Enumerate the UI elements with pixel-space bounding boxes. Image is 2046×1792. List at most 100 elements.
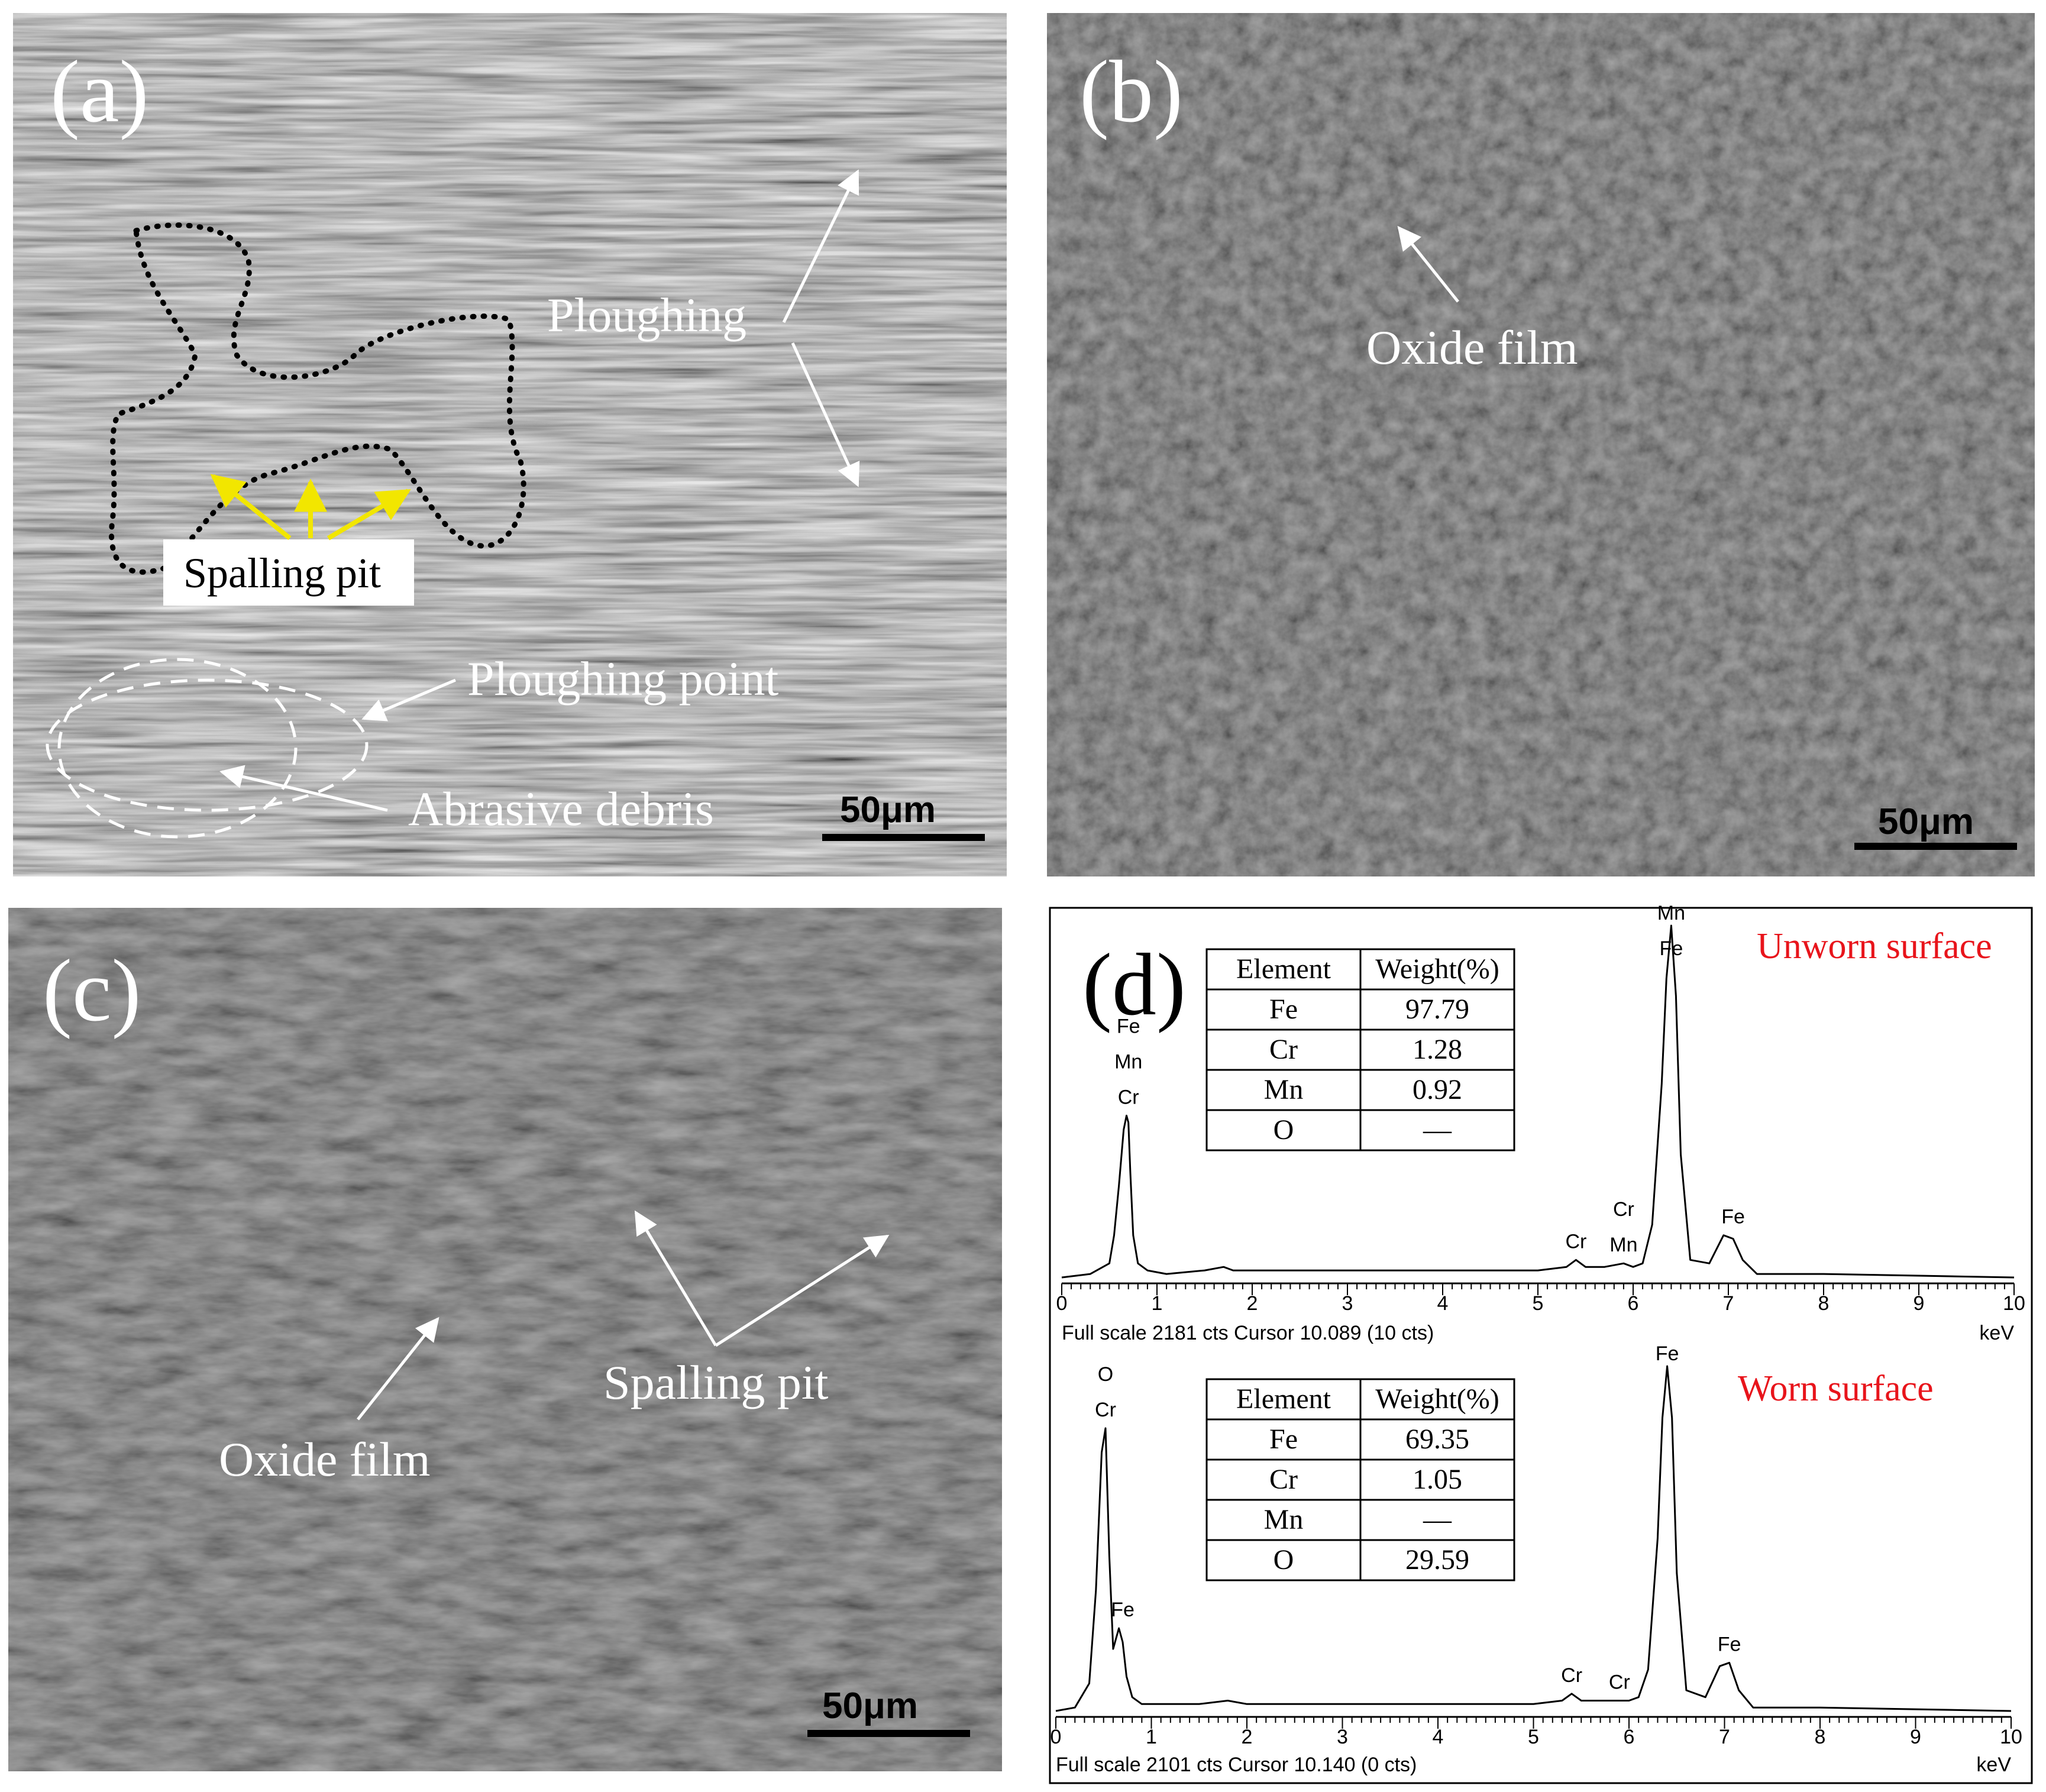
oxide-film-arrow-c <box>357 1316 439 1421</box>
peak-label: O <box>1098 1363 1113 1386</box>
tick-label: 6 <box>1628 1292 1639 1315</box>
spalling-pit-label-a: Spalling pit <box>183 549 381 597</box>
table-header: Weight(%) <box>1375 1383 1499 1415</box>
panel-d-label: (d) <box>1082 936 1186 1034</box>
table-cell: 69.35 <box>1405 1424 1469 1455</box>
table-cell: O <box>1274 1114 1294 1146</box>
panel-d-frame <box>1049 907 2033 1784</box>
table-cell: 29.59 <box>1405 1544 1469 1576</box>
panel-c: (c) Spalling pit Oxide film 50μm <box>8 908 1002 1771</box>
tick-label: 4 <box>1437 1292 1449 1315</box>
panel-a-label: (a) <box>50 43 148 141</box>
tick-label: 7 <box>1723 1292 1734 1315</box>
scale-bar-label-b: 50μm <box>1878 801 1974 842</box>
table-cell: 97.79 <box>1405 994 1469 1025</box>
spectrum-title: Unworn surface <box>1757 926 1992 966</box>
spectrum-footer: Full scale 2181 cts Cursor 10.089 (10 ct… <box>1062 1322 1434 1344</box>
tick-label: 5 <box>1533 1292 1544 1315</box>
tick-label: 10 <box>2003 1292 2025 1315</box>
x-unit-label: keV <box>1976 1754 2011 1776</box>
panel-b-label: (b) <box>1079 43 1183 141</box>
ploughing-point-label: Ploughing point <box>467 652 778 706</box>
spalling-pit-label-box <box>163 539 414 606</box>
tick-label: 9 <box>1910 1726 1921 1748</box>
peak-label: Fe <box>1656 1343 1679 1365</box>
peak-label: Cr <box>1565 1230 1586 1253</box>
peak-label: Fe <box>1721 1206 1745 1228</box>
scale-bar-b <box>1854 843 2017 850</box>
table-cell: 1.05 <box>1413 1464 1462 1495</box>
spectrum-footer: Full scale 2101 cts Cursor 10.140 (0 cts… <box>1056 1754 1417 1776</box>
spalling-pit-arrow-c-right <box>715 1234 890 1347</box>
peak-label: Mn <box>1657 902 1685 924</box>
peak-label: Mn <box>1609 1234 1637 1256</box>
tick-label: 3 <box>1337 1726 1348 1748</box>
spalling-outline <box>109 222 526 575</box>
abrasive-debris-label: Abrasive debris <box>408 782 714 836</box>
tick-label: 2 <box>1242 1726 1253 1748</box>
oxide-film-arrow-b <box>1397 225 1459 303</box>
tick-label: 8 <box>1818 1292 1830 1315</box>
spectrum-line <box>1061 924 2015 1279</box>
debris-ellipse-outer <box>57 658 298 839</box>
peak-label: Cr <box>1561 1664 1582 1687</box>
abrasive-debris-arrow <box>219 765 388 812</box>
table-cell: Mn <box>1264 1504 1304 1535</box>
oxide-film-label-b: Oxide film <box>1366 321 1578 374</box>
panel-b: (b) Oxide film 50μm <box>1047 13 2035 876</box>
peak-label: Mn <box>1114 1050 1142 1073</box>
peak-label: Fe <box>1117 1015 1140 1037</box>
tick-label: 8 <box>1815 1726 1826 1748</box>
panel-a: (a) Ploughing Spalling pit Ploughing poi… <box>13 13 1007 876</box>
table-cell: — <box>1423 1114 1452 1146</box>
scale-bar-label-c: 50μm <box>822 1686 918 1726</box>
spalling-pit-label-c: Spalling pit <box>603 1356 829 1409</box>
debris-ellipse-inner <box>46 678 369 812</box>
table-cell: Mn <box>1264 1074 1304 1105</box>
spectrum-line <box>1055 1365 2012 1712</box>
peak-label: Fe <box>1660 937 1683 960</box>
scale-bar-a <box>822 834 985 841</box>
panel-c-texture <box>8 908 1002 1771</box>
tick-label: 1 <box>1152 1292 1163 1315</box>
spectrum-title: Worn surface <box>1738 1369 1934 1409</box>
tick-label: 10 <box>2000 1726 2022 1748</box>
scale-bar-c <box>807 1730 970 1737</box>
table-cell: Fe <box>1269 994 1298 1025</box>
tick-label: 6 <box>1624 1726 1635 1748</box>
panel-a-texture <box>13 13 1007 876</box>
table-cell: 1.28 <box>1413 1034 1462 1065</box>
tick-label: 3 <box>1342 1292 1353 1315</box>
table-cell: O <box>1274 1544 1294 1576</box>
ploughing-point-arrow <box>361 678 456 722</box>
x-unit-label: keV <box>1979 1322 2014 1344</box>
tick-label: 4 <box>1433 1726 1444 1748</box>
scale-bar-label-a: 50μm <box>840 790 936 830</box>
tick-label: 9 <box>1914 1292 1925 1315</box>
table-cell: Cr <box>1269 1034 1298 1065</box>
table-cell: — <box>1423 1504 1452 1535</box>
peak-label: Cr <box>1609 1671 1630 1694</box>
peak-label: Cr <box>1118 1086 1139 1108</box>
tick-label: 5 <box>1528 1726 1539 1748</box>
table-header: Element <box>1236 953 1331 985</box>
peak-label: Fe <box>1111 1599 1134 1621</box>
peak-label: Cr <box>1095 1399 1116 1421</box>
table-cell: Cr <box>1269 1464 1298 1495</box>
peak-label: Cr <box>1613 1198 1634 1221</box>
tick-label: 1 <box>1146 1726 1157 1748</box>
tick-label: 7 <box>1719 1726 1730 1748</box>
oxide-film-label-c: Oxide film <box>219 1432 431 1486</box>
panel-c-label: (c) <box>43 942 141 1040</box>
peak-label: Fe <box>1718 1633 1741 1655</box>
ploughing-label: Ploughing <box>547 288 746 342</box>
tick-label: 0 <box>1056 1292 1068 1315</box>
table-header: Weight(%) <box>1375 953 1499 985</box>
